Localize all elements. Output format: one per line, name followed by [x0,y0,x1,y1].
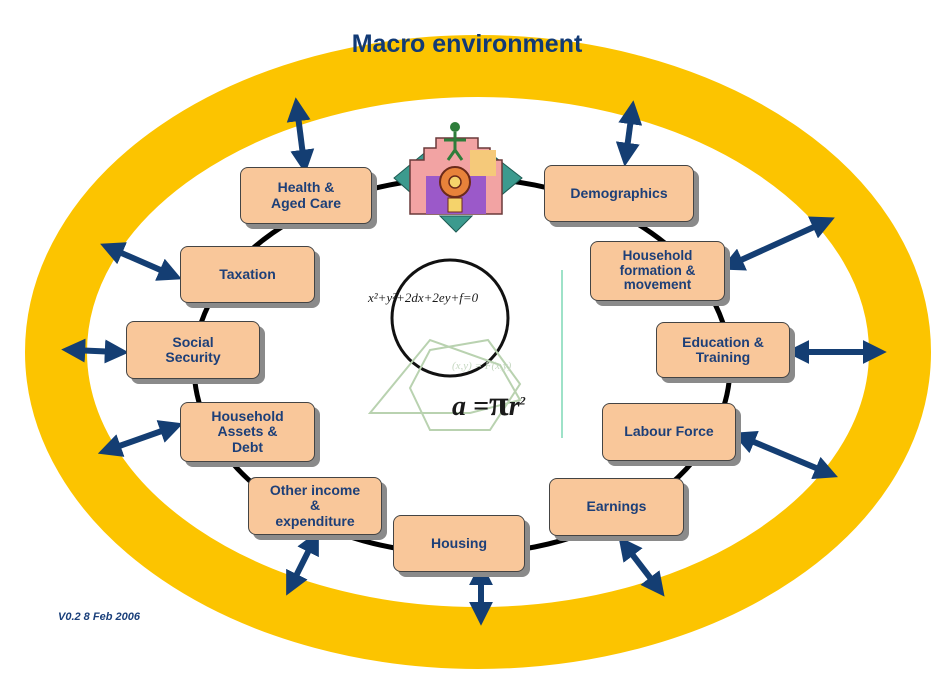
formula-mapping: (x,y) = F(x,y) [452,360,512,372]
bidirectional-arrow-icon-household-assets-debt [97,420,184,457]
diagram-title: Macro environment [351,30,583,58]
formula-area-exp: 2 [519,393,526,408]
macro-environment-ring [25,35,931,669]
node-taxation: Taxation [180,246,315,303]
bidirectional-arrow-icon-social-security [61,338,129,364]
formula-conic: x²+y²+2dx+2ey+f=0 [368,290,479,305]
node-demographics: Demographics [544,165,694,222]
logo-emblem-icon [393,122,523,233]
math-formula-icon [367,258,563,438]
formula-area-lhs: a = [452,391,489,422]
bidirectional-arrow-icon-earnings [618,536,665,597]
node-education-training: Education & Training [656,322,790,378]
node-household-assets-debt: Household Assets & Debt [180,402,315,462]
node-earnings: Earnings [549,478,684,536]
formula-area: a =πr2 [452,382,526,424]
bidirectional-arrow-icon-labour-force [732,431,838,479]
version-label: V0.2 8 Feb 2006 [58,611,140,623]
bidirectional-arrow-icon-other-income-expenditure [286,530,319,596]
arrows-layer [61,97,887,626]
node-household-formation: Household formation & movement [590,241,725,301]
node-health-aged-care: Health & Aged Care [240,167,372,224]
bidirectional-arrow-icon-health [286,97,315,174]
node-social-security: Social Security [126,321,260,379]
bidirectional-arrow-icon-household-formation [720,216,835,271]
formula-area-pi: π [488,383,509,423]
node-labour-force: Labour Force [602,403,736,461]
node-other-income-expenditure: Other income & expenditure [248,477,382,535]
formula-area-rhs: r [508,391,520,422]
bidirectional-arrow-icon-demographics [615,100,643,167]
node-housing: Housing [393,515,525,572]
bidirectional-arrow-icon-taxation [100,242,182,281]
